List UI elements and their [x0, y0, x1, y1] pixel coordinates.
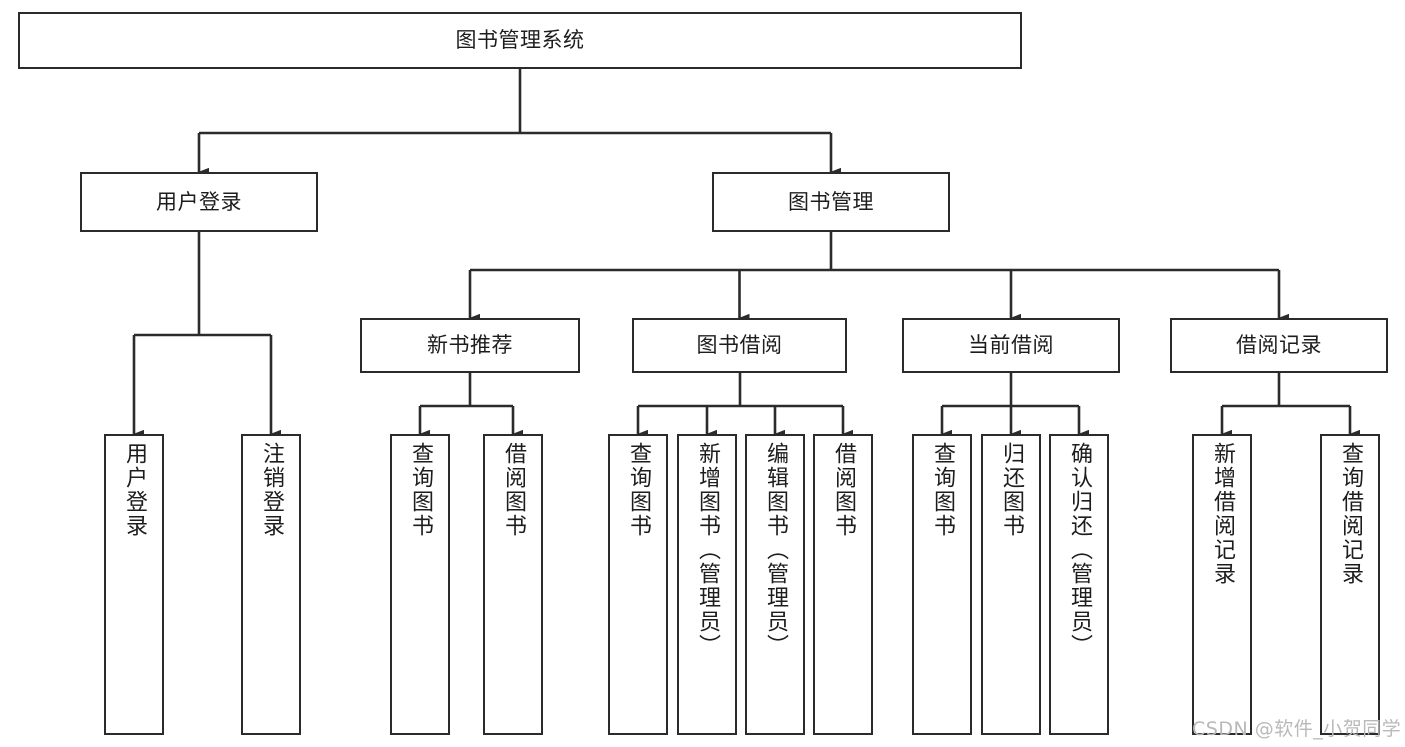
node-label: 用户登录 [122, 442, 147, 538]
node-label: 用户登录 [156, 189, 242, 214]
node-level1-图书管理[interactable]: 图书管理 [712, 172, 950, 232]
node-leaf-注销登录[interactable]: 注销登录 [241, 434, 301, 735]
node-level2-图书借阅[interactable]: 图书借阅 [632, 318, 847, 373]
node-label: 图书管理系统 [455, 28, 585, 53]
node-root-图书管理系统[interactable]: 图书管理系统 [18, 12, 1022, 69]
node-label: 查询借阅记录 [1338, 442, 1363, 586]
node-label: 借阅记录 [1236, 333, 1322, 358]
node-leaf-新增图书管理员[interactable]: 新增图书（管理员） [677, 434, 737, 735]
node-label: 借阅图书 [831, 442, 856, 538]
node-label: 新增借阅记录 [1210, 442, 1235, 586]
node-leaf-新增借阅记录[interactable]: 新增借阅记录 [1192, 434, 1252, 735]
node-leaf-归还图书[interactable]: 归还图书 [981, 434, 1041, 735]
node-leaf-用户登录[interactable]: 用户登录 [104, 434, 164, 735]
node-level2-借阅记录[interactable]: 借阅记录 [1170, 318, 1388, 373]
csdn-watermark: CSDN @软件_小贺同学 [1192, 718, 1402, 740]
node-label: 确认归还（管理员） [1067, 442, 1092, 658]
node-label: 注销登录 [259, 442, 284, 538]
node-leaf-查询图书[interactable]: 查询图书 [390, 434, 450, 735]
node-label: 图书借阅 [696, 333, 783, 358]
node-label: 查询图书 [930, 442, 955, 538]
node-leaf-编辑图书管理员[interactable]: 编辑图书（管理员） [745, 434, 805, 735]
node-leaf-查询图书[interactable]: 查询图书 [608, 434, 668, 735]
node-leaf-查询借阅记录[interactable]: 查询借阅记录 [1320, 434, 1380, 735]
node-label: 新书推荐 [427, 333, 513, 358]
node-label: 借阅图书 [501, 442, 526, 538]
node-label: 归还图书 [999, 442, 1024, 538]
node-leaf-借阅图书[interactable]: 借阅图书 [483, 434, 543, 735]
node-label: 编辑图书（管理员） [763, 442, 788, 658]
node-level2-当前借阅[interactable]: 当前借阅 [902, 318, 1120, 373]
node-leaf-借阅图书[interactable]: 借阅图书 [813, 434, 873, 735]
node-label: 查询图书 [626, 442, 651, 538]
node-label: 新增图书（管理员） [695, 442, 720, 658]
node-label: 查询图书 [408, 442, 433, 538]
node-leaf-确认归还管理员[interactable]: 确认归还（管理员） [1049, 434, 1109, 735]
node-level2-新书推荐[interactable]: 新书推荐 [360, 318, 580, 373]
node-level1-用户登录[interactable]: 用户登录 [80, 172, 318, 232]
node-leaf-查询图书[interactable]: 查询图书 [912, 434, 972, 735]
node-label: 图书管理 [788, 189, 874, 214]
node-label: 当前借阅 [968, 333, 1054, 358]
